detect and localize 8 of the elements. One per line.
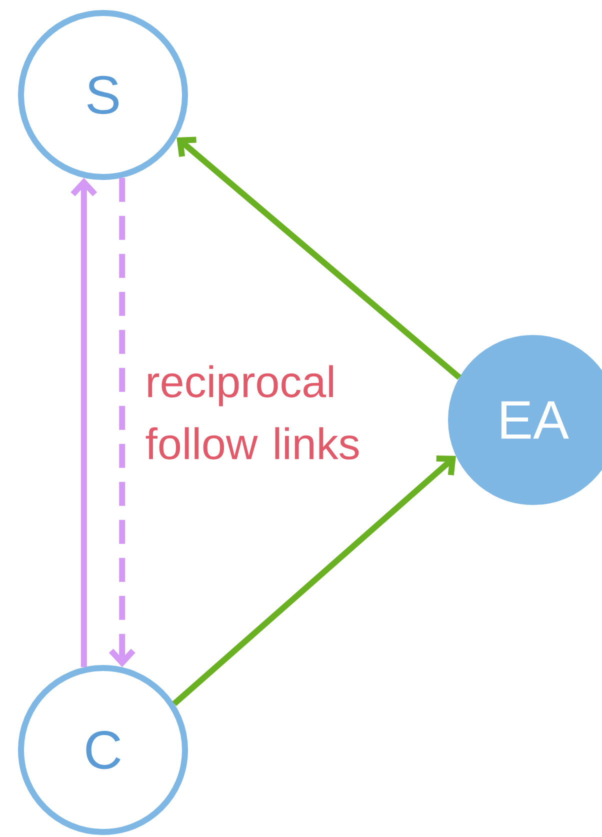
arrow — [176, 136, 462, 380]
circle-node: C — [18, 665, 188, 835]
arrow — [70, 178, 98, 668]
circle-node: EA — [448, 335, 602, 505]
edge-label: reciprocal follow links — [146, 365, 359, 460]
circle-node: S — [18, 10, 188, 180]
arrow — [172, 456, 456, 706]
arrow — [108, 178, 136, 668]
